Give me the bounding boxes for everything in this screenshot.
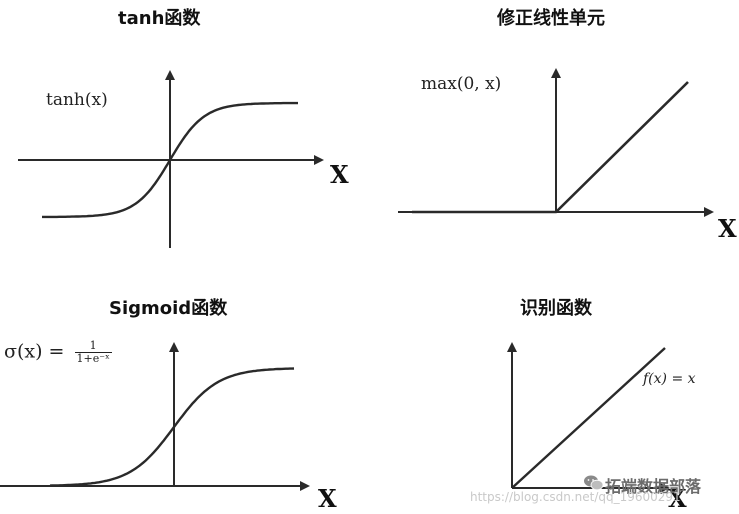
watermark-brand: 拓端数据部落 [605,477,702,496]
relu-title: 修正线性单元 [497,8,605,29]
sigmoid-formula-denominator: 1+e⁻ˣ [76,352,110,365]
tanh-formula: tanh(x) [46,90,108,110]
sigmoid-title: Sigmoid函数 [109,298,228,319]
identity-formula: f(x) = x [643,371,696,387]
tanh-x-axis-label: X [330,160,349,189]
tanh-title: tanh函数 [118,8,201,29]
sigmoid-formula-numerator: 1 [74,340,112,353]
wechat-icon [584,475,604,491]
sigmoid-formula: σ(x) = 1 1+e⁻ˣ [4,340,112,365]
relu-curve [412,81,689,214]
tanh-curve [42,101,298,219]
identity-curve [511,347,666,489]
sigmoid-formula-lhs: σ(x) = [4,340,65,363]
relu-formula: max(0, x) [421,74,502,94]
identity-title: 识别函数 [520,298,592,319]
sigmoid-x-axis-label: X [318,484,337,513]
sigmoid-formula-fraction: 1 1+e⁻ˣ [74,340,112,365]
identity-x-axis-label: X [668,484,687,513]
watermark-url: https://blog.csdn.net/qq_19600291 [470,490,681,504]
sigmoid-curve [49,367,295,487]
relu-x-axis-label: X [718,214,737,243]
